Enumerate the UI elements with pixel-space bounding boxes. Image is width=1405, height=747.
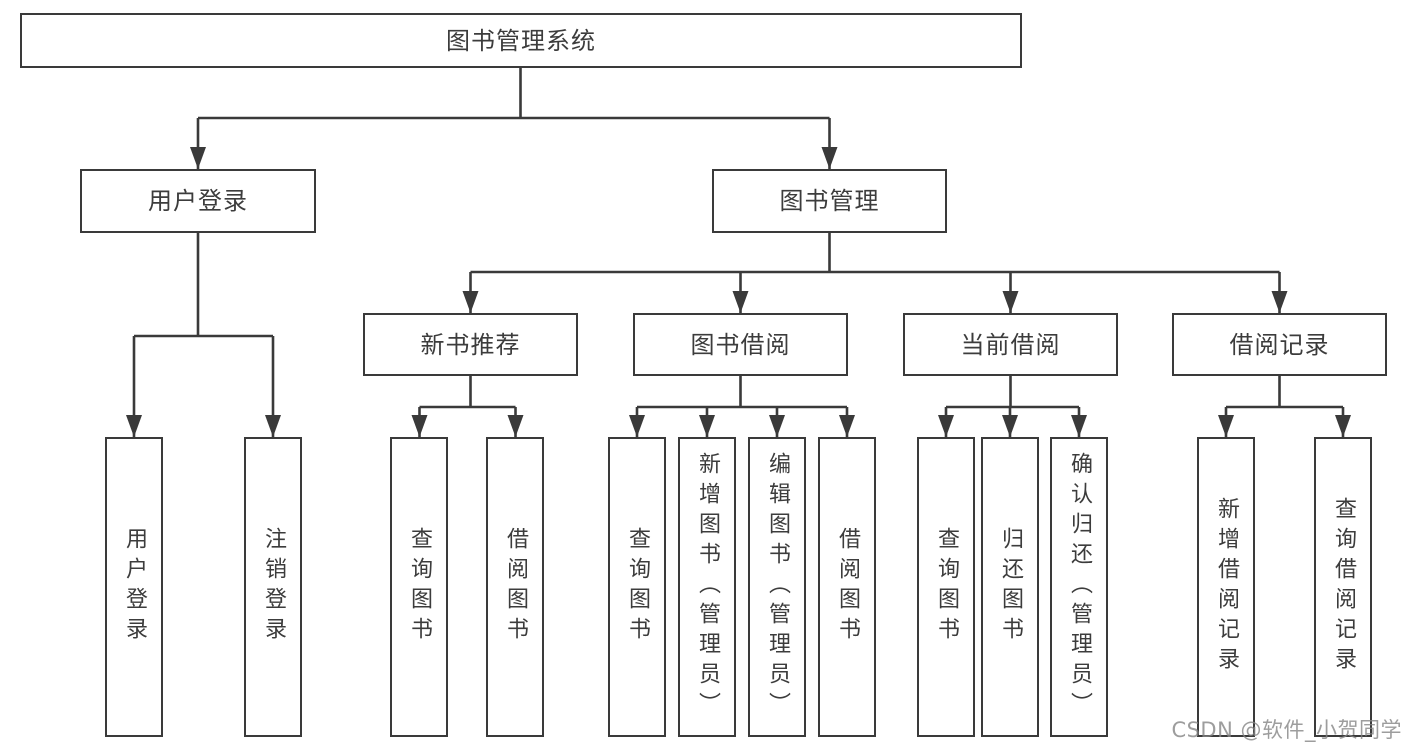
leaf-bb-query-books: 查询图书 — [608, 437, 666, 737]
connector-borrow-records-branch — [1226, 376, 1343, 409]
node-book-borrow: 图书借阅 — [633, 313, 848, 376]
leaf-nb-borrow-books: 借阅图书 — [486, 437, 544, 737]
connector-new-book-branch — [419, 376, 516, 409]
connector-root-stub — [198, 68, 830, 120]
node-new-book-recommend: 新书推荐 — [363, 313, 578, 376]
leaf-cb-query-books: 查询图书 — [917, 437, 975, 737]
node-borrow-records: 借阅记录 — [1172, 313, 1387, 376]
leaf-nb-query-books: 查询图书 — [390, 437, 448, 737]
connector-current-borrow-branch — [946, 376, 1079, 409]
node-root-library-system: 图书管理系统 — [20, 13, 1022, 68]
watermark: CSDN @软件_小贺同学 — [1171, 718, 1402, 742]
leaf-cb-return-book: 归还图书 — [981, 437, 1039, 737]
node-current-borrow: 当前借阅 — [903, 313, 1118, 376]
node-book-management: 图书管理 — [712, 169, 947, 233]
connector-user-login-branch — [134, 233, 273, 338]
connector-book-borrow-branch — [637, 376, 847, 409]
leaf-bb-add-book-admin: 新增图书（管理员） — [678, 437, 736, 737]
leaf-br-add-borrow-record: 新增借阅记录 — [1197, 437, 1255, 737]
leaf-user-login: 用户登录 — [105, 437, 163, 737]
leaf-bb-edit-book-admin: 编辑图书（管理员） — [748, 437, 806, 737]
node-user-login: 用户登录 — [80, 169, 316, 233]
leaf-br-query-borrow-record: 查询借阅记录 — [1314, 437, 1372, 737]
leaf-logout: 注销登录 — [244, 437, 302, 737]
leaf-cb-confirm-return-admin: 确认归还（管理员） — [1050, 437, 1108, 737]
leaf-bb-borrow-books: 借阅图书 — [818, 437, 876, 737]
connector-book-management-branch — [470, 233, 1280, 274]
